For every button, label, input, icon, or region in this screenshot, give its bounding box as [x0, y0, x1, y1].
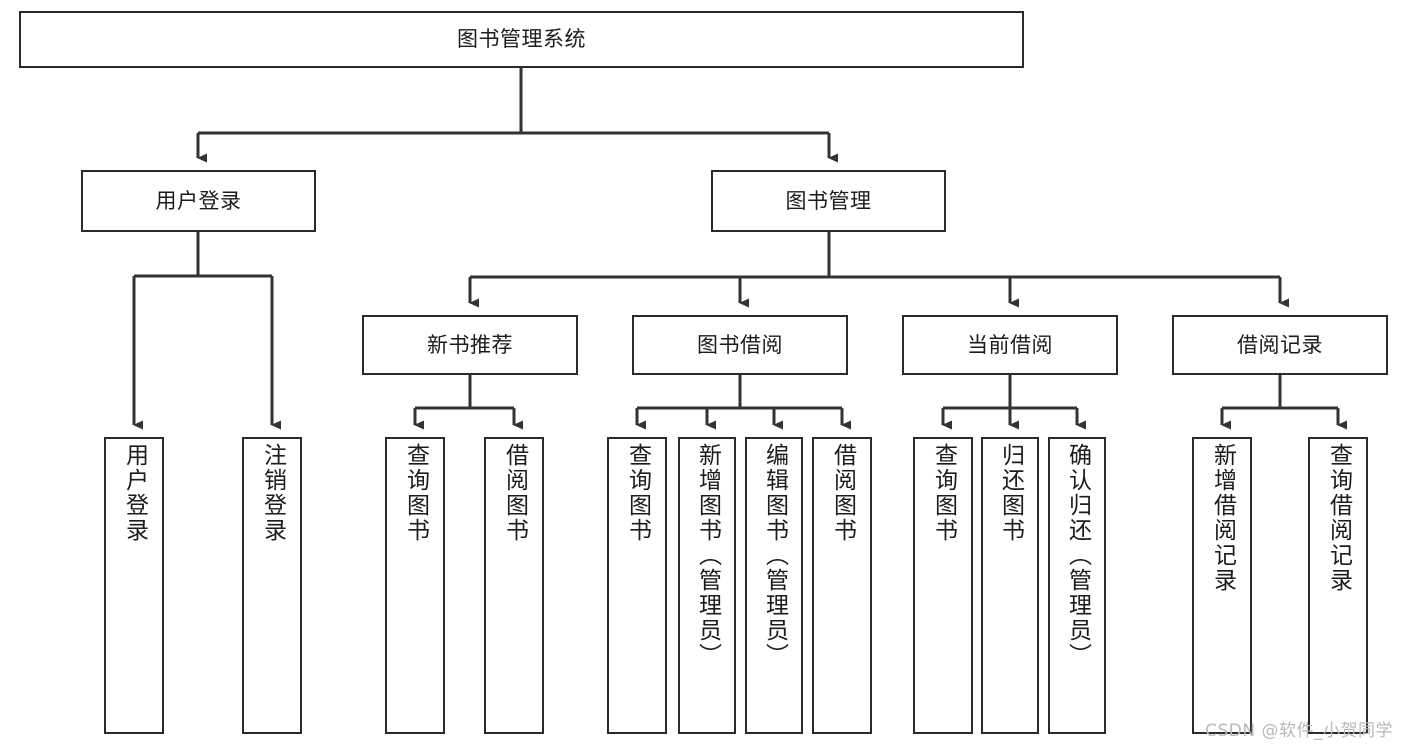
node-leaf-query-record-label: 查询借阅记录	[1325, 443, 1352, 593]
node-leaf-borrow-book-a-label: 借阅图书	[501, 443, 528, 543]
node-leaf-add-book-label: 新增图书（管理员）	[694, 443, 721, 668]
node-book-manage[interactable]: 图书管理	[711, 170, 946, 232]
node-user-login-label: 用户登录	[155, 188, 242, 213]
node-leaf-query-book-c-label: 查询图书	[930, 443, 957, 543]
node-root[interactable]: 图书管理系统	[19, 11, 1024, 68]
node-leaf-edit-book[interactable]: 编辑图书（管理员）	[745, 437, 803, 734]
node-leaf-user-login[interactable]: 用户登录	[104, 437, 164, 734]
node-leaf-query-book-b[interactable]: 查询图书	[607, 437, 667, 734]
node-leaf-add-record[interactable]: 新增借阅记录	[1192, 437, 1252, 734]
node-user-login[interactable]: 用户登录	[81, 170, 316, 232]
node-leaf-add-book[interactable]: 新增图书（管理员）	[678, 437, 736, 734]
node-leaf-logout-label: 注销登录	[259, 443, 286, 543]
node-new-book-recommend[interactable]: 新书推荐	[362, 315, 578, 375]
node-leaf-borrow-book-b-label: 借阅图书	[829, 443, 856, 543]
node-borrow-record-label: 借阅记录	[1237, 332, 1323, 357]
node-new-book-recommend-label: 新书推荐	[427, 332, 513, 357]
node-leaf-return-book-label: 归还图书	[997, 443, 1024, 543]
node-leaf-user-login-label: 用户登录	[121, 443, 148, 543]
node-current-borrow-label: 当前借阅	[967, 332, 1053, 357]
node-root-label: 图书管理系统	[457, 27, 586, 52]
node-leaf-borrow-book-a[interactable]: 借阅图书	[484, 437, 544, 734]
node-leaf-query-book-c[interactable]: 查询图书	[913, 437, 973, 734]
node-leaf-query-book-a[interactable]: 查询图书	[385, 437, 445, 734]
node-book-borrow-label: 图书借阅	[697, 332, 783, 357]
watermark: CSDN @软件_小贺同学	[1205, 721, 1393, 741]
node-borrow-record[interactable]: 借阅记录	[1172, 315, 1388, 375]
node-current-borrow[interactable]: 当前借阅	[902, 315, 1118, 375]
node-book-manage-label: 图书管理	[785, 188, 872, 213]
node-leaf-logout[interactable]: 注销登录	[242, 437, 302, 734]
node-leaf-edit-book-label: 编辑图书（管理员）	[761, 443, 788, 668]
node-leaf-borrow-book-b[interactable]: 借阅图书	[812, 437, 872, 734]
node-leaf-confirm-return-label: 确认归还（管理员）	[1064, 443, 1091, 668]
node-leaf-query-record[interactable]: 查询借阅记录	[1308, 437, 1368, 734]
node-leaf-add-record-label: 新增借阅记录	[1209, 443, 1236, 593]
node-book-borrow[interactable]: 图书借阅	[632, 315, 848, 375]
node-leaf-query-book-a-label: 查询图书	[402, 443, 429, 543]
node-leaf-confirm-return[interactable]: 确认归还（管理员）	[1048, 437, 1106, 734]
node-leaf-return-book[interactable]: 归还图书	[981, 437, 1039, 734]
node-leaf-query-book-b-label: 查询图书	[624, 443, 651, 543]
